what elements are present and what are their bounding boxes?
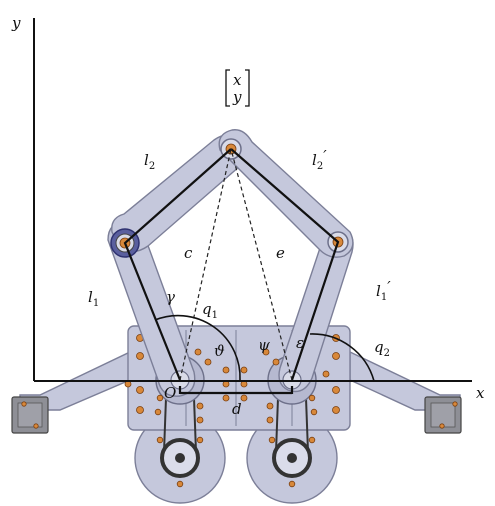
- base-screws: [21, 334, 458, 488]
- diagonal-c-line: [179, 148, 232, 381]
- diagonal-e-label: e: [276, 244, 285, 262]
- link-l1-prime-label: l1′: [376, 278, 391, 303]
- base-distance-label: d: [232, 400, 242, 418]
- angle-q1-label: q1: [202, 300, 218, 321]
- angle-epsilon-label: ε: [296, 334, 304, 352]
- right-kinematic-chain: [230, 148, 340, 381]
- left-wheel-hub: [175, 453, 185, 463]
- link-l2-prime-label: l2′: [312, 147, 327, 172]
- right-belt-a: [275, 397, 279, 453]
- end-effector-position-vector: x y: [225, 69, 250, 107]
- left-kinematic-chain: [123, 148, 232, 381]
- angle-arcs: [154, 314, 375, 382]
- link-l1-label: l1: [88, 288, 99, 309]
- angle-gamma-label: γ: [166, 288, 175, 306]
- q1-angle-arc: [154, 314, 241, 381]
- y-axis-label: y: [11, 14, 21, 32]
- q2-angle-arc: [309, 333, 375, 382]
- link-l2-label: l2: [144, 151, 155, 172]
- diagonal-c-label: c: [184, 244, 193, 262]
- right-belt-b: [305, 397, 309, 453]
- right-motor-block-face: [430, 402, 456, 428]
- kinematic-links: [123, 148, 340, 395]
- right-wheel-hub: [287, 453, 297, 463]
- coordinate-axes: [33, 18, 472, 382]
- position-vector-y: y: [232, 88, 242, 106]
- origin-label: O: [164, 384, 176, 402]
- labels: y x x y l2 l2′ l1 l1′ c e γ q1 ϑ ψ ε q2 …: [11, 14, 485, 418]
- left-belt-a: [163, 397, 167, 453]
- angle-q2-label: q2: [374, 338, 390, 359]
- position-vector-x: x: [233, 71, 242, 89]
- angle-theta-label: ϑ: [214, 342, 225, 360]
- angle-psi-label: ψ: [258, 336, 270, 354]
- x-axis-label: x: [476, 384, 485, 402]
- diagonal-e-line: [230, 148, 293, 381]
- left-belt-b: [193, 397, 197, 453]
- left-motor-block-face: [17, 402, 43, 428]
